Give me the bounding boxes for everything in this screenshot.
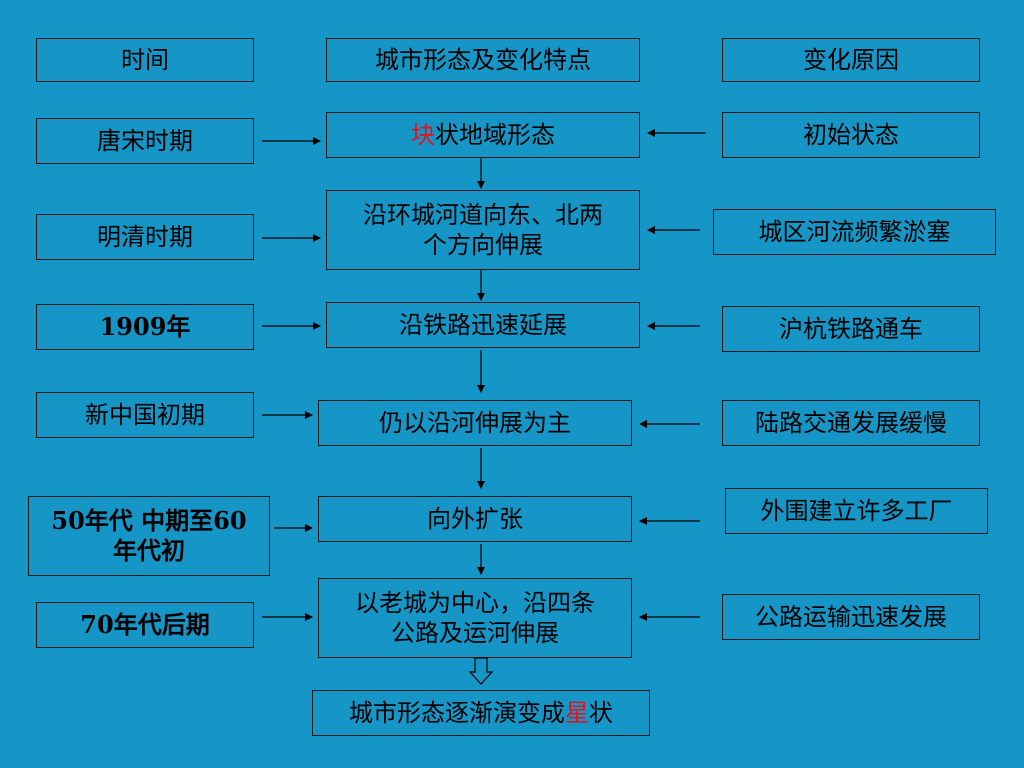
cause-box-5: 外围建立许多工厂 [725, 488, 988, 534]
cause-label-1: 初始状态 [803, 121, 899, 149]
header-time-label: 时间 [121, 46, 169, 74]
cause-label-3: 沪杭铁路通车 [779, 315, 923, 343]
cause-box-6: 公路运输迅速发展 [722, 594, 980, 640]
time-label-3: 1909年 [99, 312, 191, 341]
cause-box-2: 城区河流频繁淤塞 [713, 209, 996, 255]
form-rest-1: 状地域形态 [435, 121, 555, 149]
cause-label-4: 陆路交通发展缓慢 [755, 409, 947, 437]
cause-box-4: 陆路交通发展缓慢 [722, 400, 980, 446]
form-label-1: 块状地域形态 [411, 120, 555, 150]
form-label-5: 向外扩张 [427, 505, 523, 533]
header-time: 时间 [36, 38, 254, 82]
result-box: 城市形态逐渐演变成星状 [312, 690, 650, 736]
time-box-2: 明清时期 [36, 214, 254, 260]
hollow-arrow-to-result [468, 657, 494, 685]
cause-box-3: 沪杭铁路通车 [722, 306, 980, 352]
result-highlight: 星 [565, 699, 589, 727]
result-label: 城市形态逐渐演变成星状 [349, 698, 613, 728]
time-box-3: 1909年 [36, 304, 254, 350]
time-label-4: 新中国初期 [85, 401, 205, 429]
header-cause: 变化原因 [722, 38, 980, 82]
form-line1-6: 以老城为中心，沿四条 [355, 589, 595, 617]
time-line2-5: 年代初 [113, 536, 185, 565]
header-form: 城市形态及变化特点 [326, 38, 640, 82]
header-form-label: 城市形态及变化特点 [375, 46, 591, 74]
form-box-3: 沿铁路迅速延展 [326, 302, 640, 348]
form-highlight-1: 块 [411, 121, 435, 149]
time-line1-5: 50年代 中期至60 [51, 506, 247, 535]
form-line1-2: 沿环城河道向东、北两 [363, 201, 603, 229]
time-label-1: 唐宋时期 [97, 127, 193, 155]
time-box-1: 唐宋时期 [36, 118, 254, 164]
cause-label-2: 城区河流频繁淤塞 [758, 218, 951, 246]
result-text-after: 状 [589, 699, 613, 727]
time-box-4: 新中国初期 [36, 392, 254, 438]
cause-box-1: 初始状态 [722, 112, 980, 158]
cause-label-5: 外围建立许多工厂 [760, 497, 953, 525]
result-text-before: 城市形态逐渐演变成 [349, 699, 565, 727]
form-box-5: 向外扩张 [318, 496, 632, 542]
time-box-6: 70年代后期 [36, 602, 254, 648]
form-box-4: 仍以沿河伸展为主 [318, 400, 632, 446]
header-cause-label: 变化原因 [803, 46, 899, 74]
form-label-4: 仍以沿河伸展为主 [379, 409, 571, 437]
form-box-1: 块状地域形态 [326, 112, 640, 158]
cause-label-6: 公路运输迅速发展 [755, 603, 947, 631]
time-label-2: 明清时期 [97, 223, 193, 251]
time-label-6: 70年代后期 [80, 610, 210, 639]
form-label-3: 沿铁路迅速延展 [399, 311, 567, 339]
form-line2-2: 个方向伸展 [423, 231, 543, 259]
form-line2-6: 公路及运河伸展 [391, 619, 559, 647]
form-box-2: 沿环城河道向东、北两个方向伸展 [326, 190, 640, 270]
form-box-6: 以老城为中心，沿四条公路及运河伸展 [318, 578, 632, 658]
